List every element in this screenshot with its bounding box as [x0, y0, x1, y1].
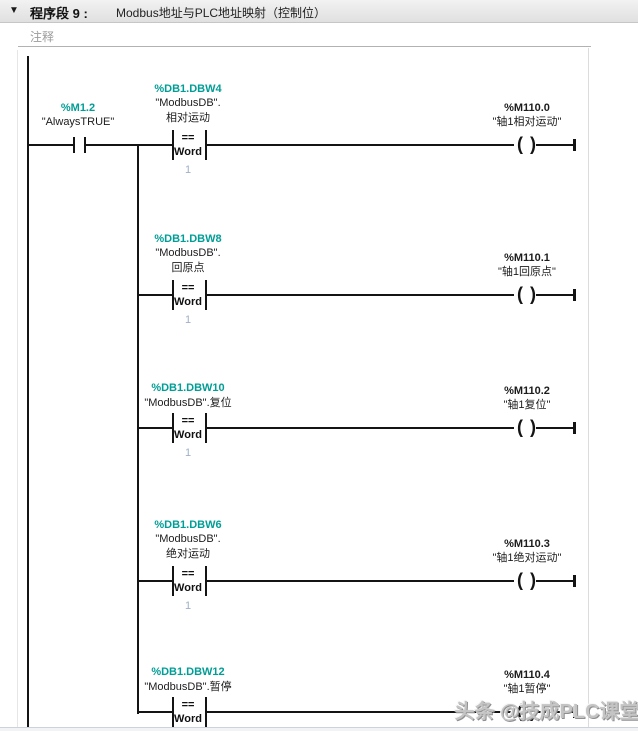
coil-symbol[interactable]: ( ): [517, 284, 537, 304]
wire-h: [137, 580, 172, 582]
compare-operator[interactable]: ==: [181, 568, 195, 580]
wire-h: [28, 144, 73, 146]
coil-address[interactable]: %M110.1: [504, 252, 550, 264]
compare-name-line2[interactable]: 绝对运动: [166, 548, 210, 560]
wire-h: [137, 294, 172, 296]
no-contact-symbol[interactable]: [73, 137, 75, 153]
compare-name-line1[interactable]: "ModbusDB".暂停: [144, 681, 232, 693]
wire-h: [536, 427, 573, 429]
no-contact-symbol[interactable]: [84, 137, 86, 153]
coil-address[interactable]: %M110.0: [504, 102, 550, 114]
wire-h: [207, 711, 514, 713]
compare-operator[interactable]: ==: [181, 415, 195, 427]
bottom-divider: [0, 727, 638, 728]
compare-name-line2[interactable]: 回原点: [171, 262, 205, 274]
coil-name[interactable]: "轴1回原点": [498, 266, 556, 278]
compare-data-type[interactable]: Word: [174, 713, 202, 725]
compare-box-left-bar[interactable]: [172, 130, 174, 160]
watermark: 头条 @技成PLC课堂: [454, 701, 638, 723]
coil-symbol[interactable]: ( ): [517, 417, 537, 437]
compare-operator[interactable]: ==: [181, 132, 195, 144]
collapse-network-icon[interactable]: ▼: [9, 5, 19, 16]
compare-operand[interactable]: 1: [184, 600, 192, 612]
coil-symbol[interactable]: ( ): [517, 570, 537, 590]
compare-address[interactable]: %DB1.DBW12: [151, 666, 225, 678]
network-comment-field[interactable]: 注释: [30, 30, 55, 44]
compare-address[interactable]: %DB1.DBW10: [151, 382, 225, 394]
coil-name[interactable]: "轴1暂停": [503, 683, 551, 695]
wire-h: [536, 580, 573, 582]
compare-operand[interactable]: 1: [184, 447, 192, 459]
compare-name-line1[interactable]: "ModbusDB".复位: [144, 397, 232, 409]
compare-box-right-bar[interactable]: [205, 413, 207, 443]
wire-h: [137, 711, 172, 713]
compare-name-line1[interactable]: "ModbusDB".: [155, 97, 221, 109]
compare-box-left-bar[interactable]: [172, 280, 174, 310]
coil-address[interactable]: %M110.4: [504, 669, 550, 681]
canvas-right-border: [588, 48, 589, 727]
compare-name-line1[interactable]: "ModbusDB".: [155, 247, 221, 259]
rung-terminal: [573, 422, 576, 434]
wire-h: [137, 427, 172, 429]
network-indent-guide: [17, 50, 18, 727]
compare-operator[interactable]: ==: [181, 699, 195, 711]
network-number: 程序段 9 :: [30, 6, 88, 21]
contact-name[interactable]: "AlwaysTRUE": [41, 116, 115, 128]
bottom-strip: [0, 728, 638, 731]
compare-box-right-bar[interactable]: [205, 566, 207, 596]
coil-name[interactable]: "轴1复位": [503, 399, 551, 411]
compare-data-type[interactable]: Word: [174, 582, 202, 594]
rung-terminal: [573, 139, 576, 151]
coil-name[interactable]: "轴1绝对运动": [492, 552, 562, 564]
compare-operator[interactable]: ==: [181, 282, 195, 294]
compare-name-line2[interactable]: 相对运动: [166, 112, 210, 124]
wire-h: [536, 294, 573, 296]
compare-box-left-bar[interactable]: [172, 697, 174, 727]
compare-box-right-bar[interactable]: [205, 697, 207, 727]
compare-data-type[interactable]: Word: [174, 296, 202, 308]
wire-h: [86, 144, 172, 146]
power-rail: [27, 56, 29, 731]
wire-h: [207, 144, 514, 146]
compare-operand[interactable]: 1: [184, 164, 192, 176]
wire-h: [536, 144, 573, 146]
coil-address[interactable]: %M110.3: [504, 538, 550, 550]
compare-data-type[interactable]: Word: [174, 429, 202, 441]
rung-terminal: [573, 575, 576, 587]
compare-box-right-bar[interactable]: [205, 130, 207, 160]
compare-box-left-bar[interactable]: [172, 413, 174, 443]
compare-data-type[interactable]: Word: [174, 146, 202, 158]
compare-address[interactable]: %DB1.DBW8: [154, 233, 222, 245]
coil-name[interactable]: "轴1相对运动": [492, 116, 562, 128]
wire-h: [536, 711, 573, 713]
compare-box-right-bar[interactable]: [205, 280, 207, 310]
network-title[interactable]: Modbus地址与PLC地址映射（控制位）: [116, 6, 327, 20]
rung-terminal: [573, 706, 576, 718]
compare-address[interactable]: %DB1.DBW6: [154, 519, 222, 531]
contact-address[interactable]: %M1.2: [60, 102, 96, 114]
compare-name-line1[interactable]: "ModbusDB".: [155, 533, 221, 545]
wire-h: [207, 427, 514, 429]
coil-symbol[interactable]: ( ): [517, 134, 537, 154]
comment-separator: [18, 46, 591, 47]
compare-operand[interactable]: 1: [184, 314, 192, 326]
rung-terminal: [573, 289, 576, 301]
compare-address[interactable]: %DB1.DBW4: [154, 83, 222, 95]
wire-h: [207, 580, 514, 582]
network-header[interactable]: ▼ 程序段 9 : Modbus地址与PLC地址映射（控制位）: [0, 0, 638, 23]
branch-wire: [137, 144, 139, 714]
compare-box-left-bar[interactable]: [172, 566, 174, 596]
coil-symbol[interactable]: ( ): [517, 701, 537, 721]
coil-address[interactable]: %M110.2: [504, 385, 550, 397]
wire-h: [207, 294, 514, 296]
